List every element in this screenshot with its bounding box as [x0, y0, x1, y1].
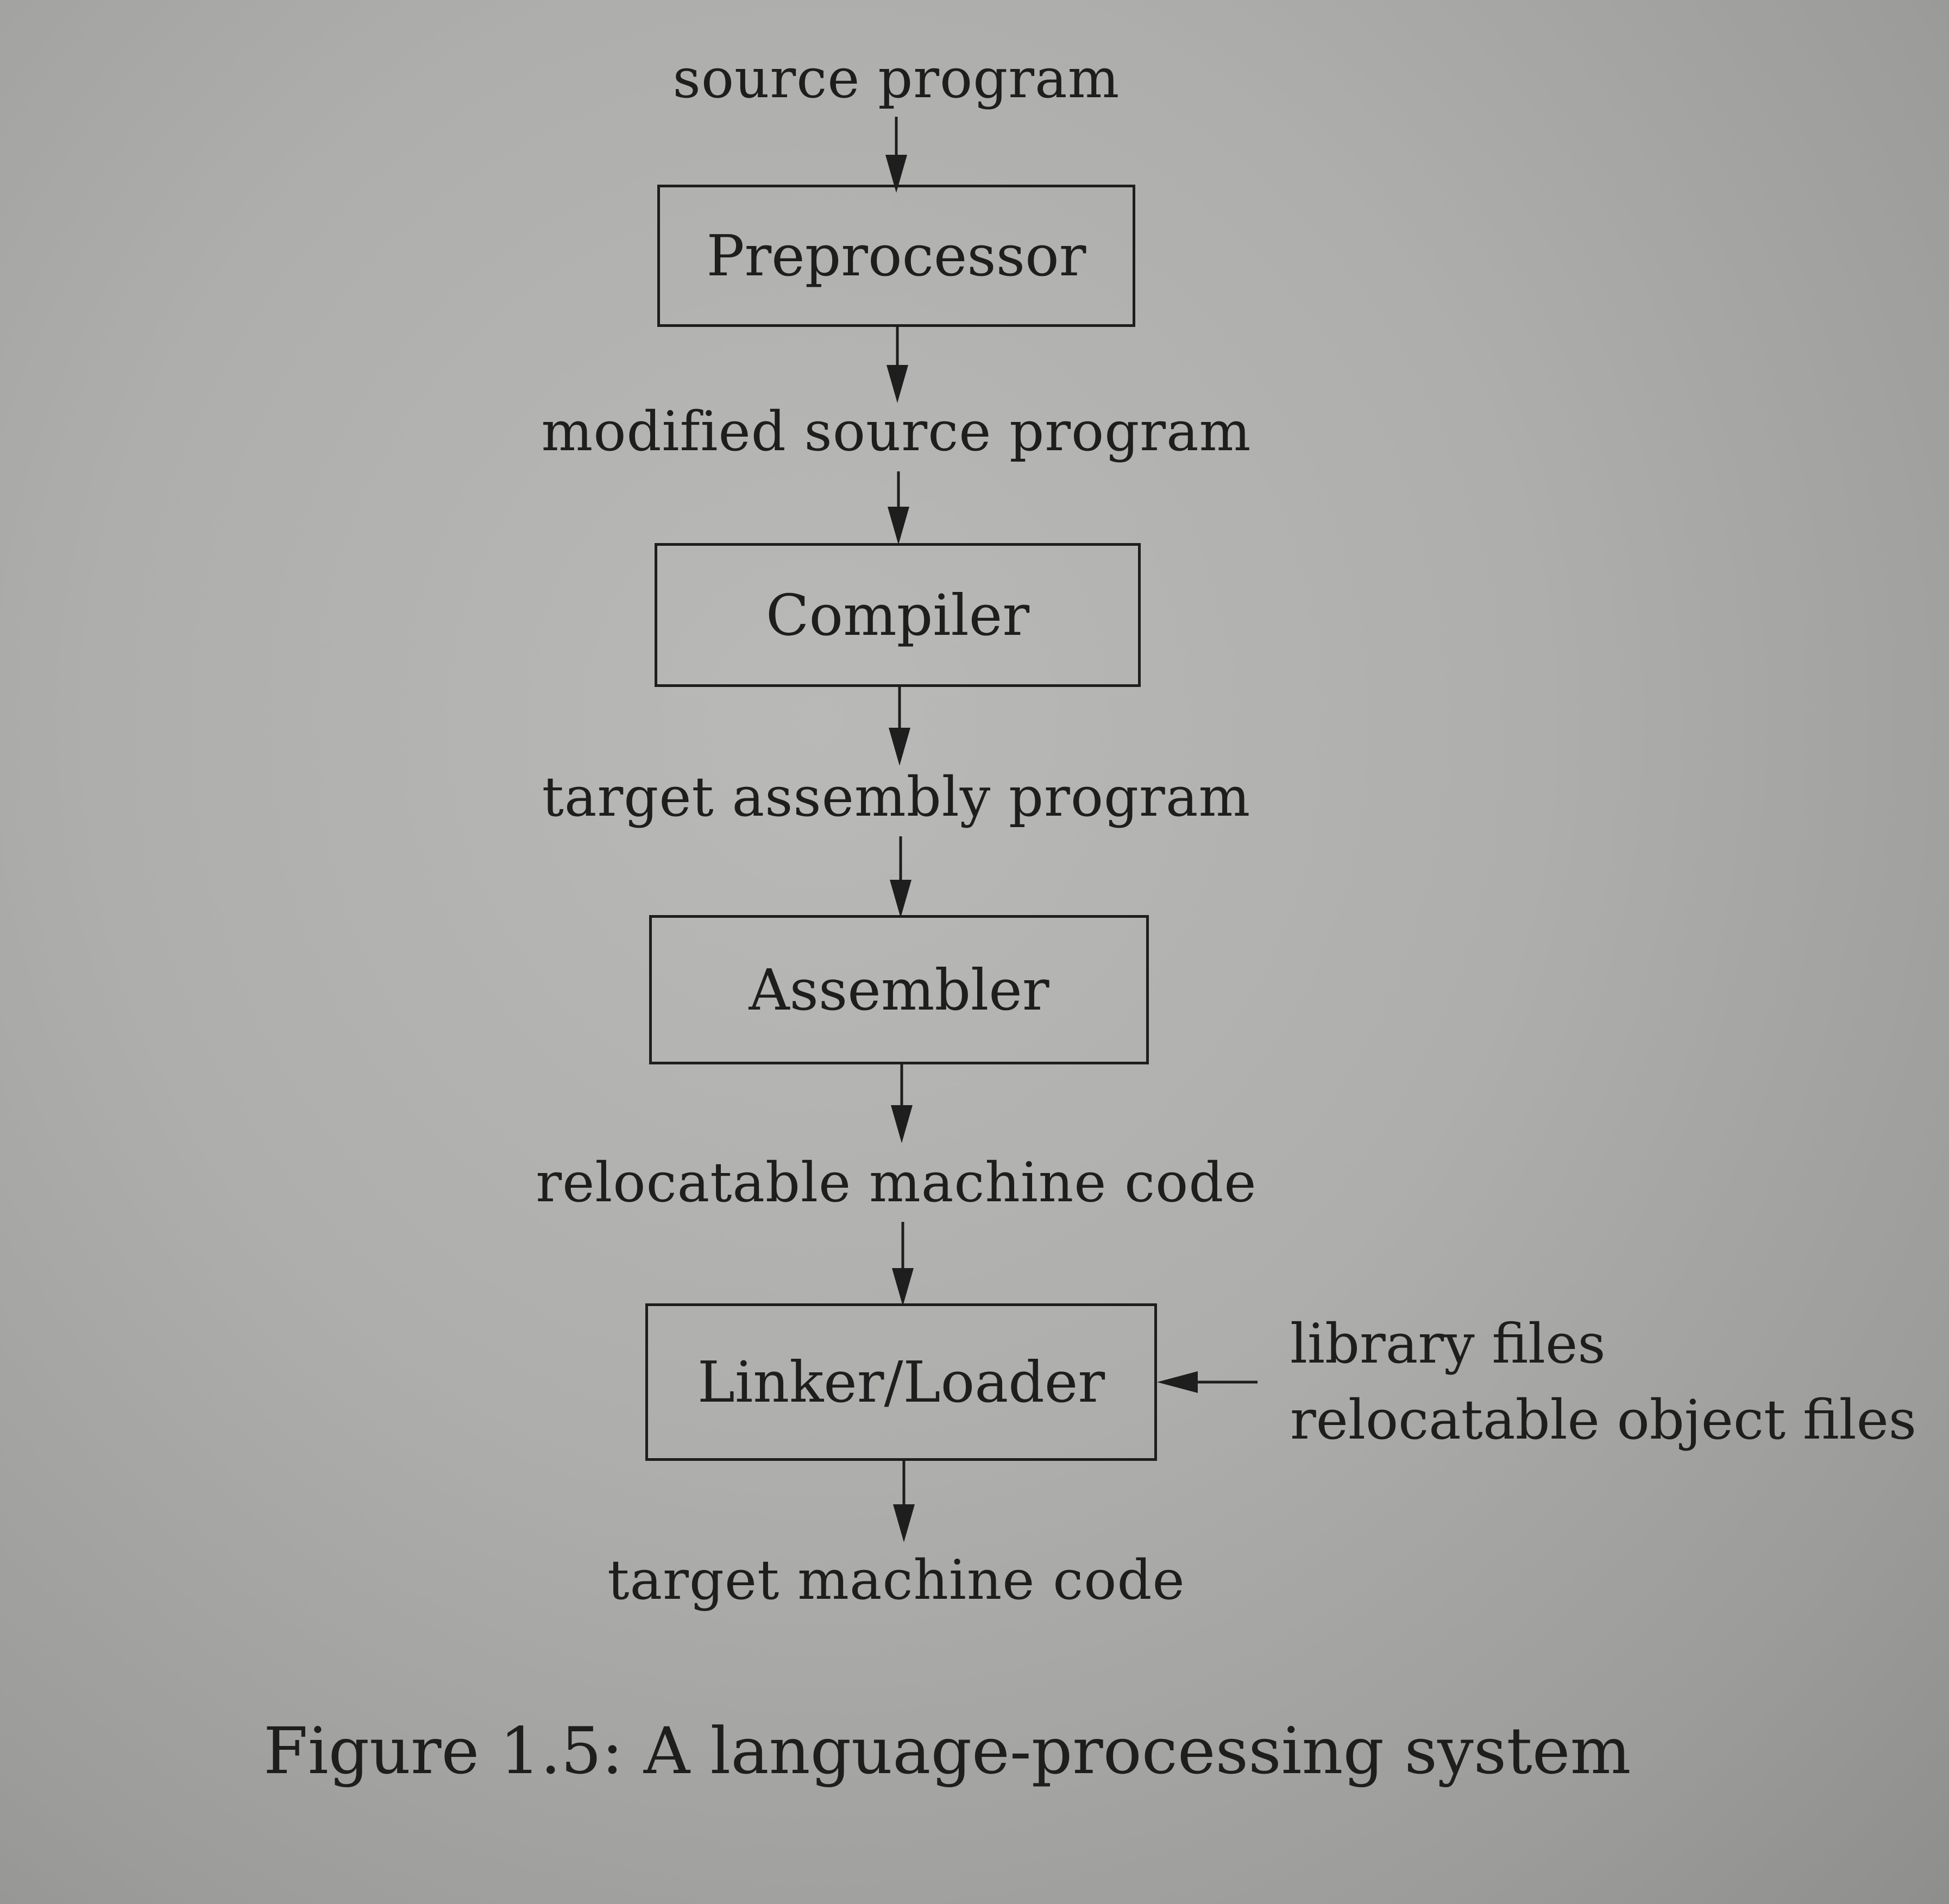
- preprocessor-label: Preprocessor: [706, 223, 1086, 289]
- arrow-side-inputs-to-linker: [1157, 1371, 1258, 1393]
- arrow-relocatable-to-linker: [892, 1222, 914, 1306]
- preprocessor-box: Preprocessor: [657, 185, 1135, 327]
- linker-loader-label: Linker/Loader: [697, 1349, 1105, 1415]
- target-assembly-program-label: target assembly program: [542, 765, 1251, 829]
- assembler-label: Assembler: [749, 956, 1049, 1023]
- relocatable-machine-code-label: relocatable machine code: [536, 1151, 1257, 1214]
- library-files-label: library files: [1290, 1312, 1606, 1376]
- target-machine-code-label: target machine code: [607, 1548, 1185, 1612]
- linker-loader-box: Linker/Loader: [645, 1303, 1157, 1461]
- modified-source-program-label: modified source program: [541, 400, 1252, 463]
- relocatable-object-files-label: relocatable object files: [1290, 1388, 1917, 1452]
- assembler-box: Assembler: [649, 915, 1149, 1064]
- arrow-assembler-to-relocatable: [891, 1064, 913, 1143]
- compiler-box: Compiler: [655, 543, 1141, 687]
- source-program-label: source program: [672, 47, 1120, 110]
- arrow-assembly-to-assembler: [890, 836, 911, 918]
- arrow-linker-to-output: [893, 1461, 915, 1542]
- compiler-label: Compiler: [765, 582, 1030, 648]
- arrow-modified-to-compiler: [888, 471, 909, 545]
- arrow-preprocessor-to-modified: [887, 327, 908, 403]
- arrow-source-to-preprocessor: [885, 117, 907, 193]
- figure-caption: Figure 1.5: A language-processing system: [263, 1713, 1631, 1788]
- arrow-compiler-to-assembly: [889, 687, 910, 766]
